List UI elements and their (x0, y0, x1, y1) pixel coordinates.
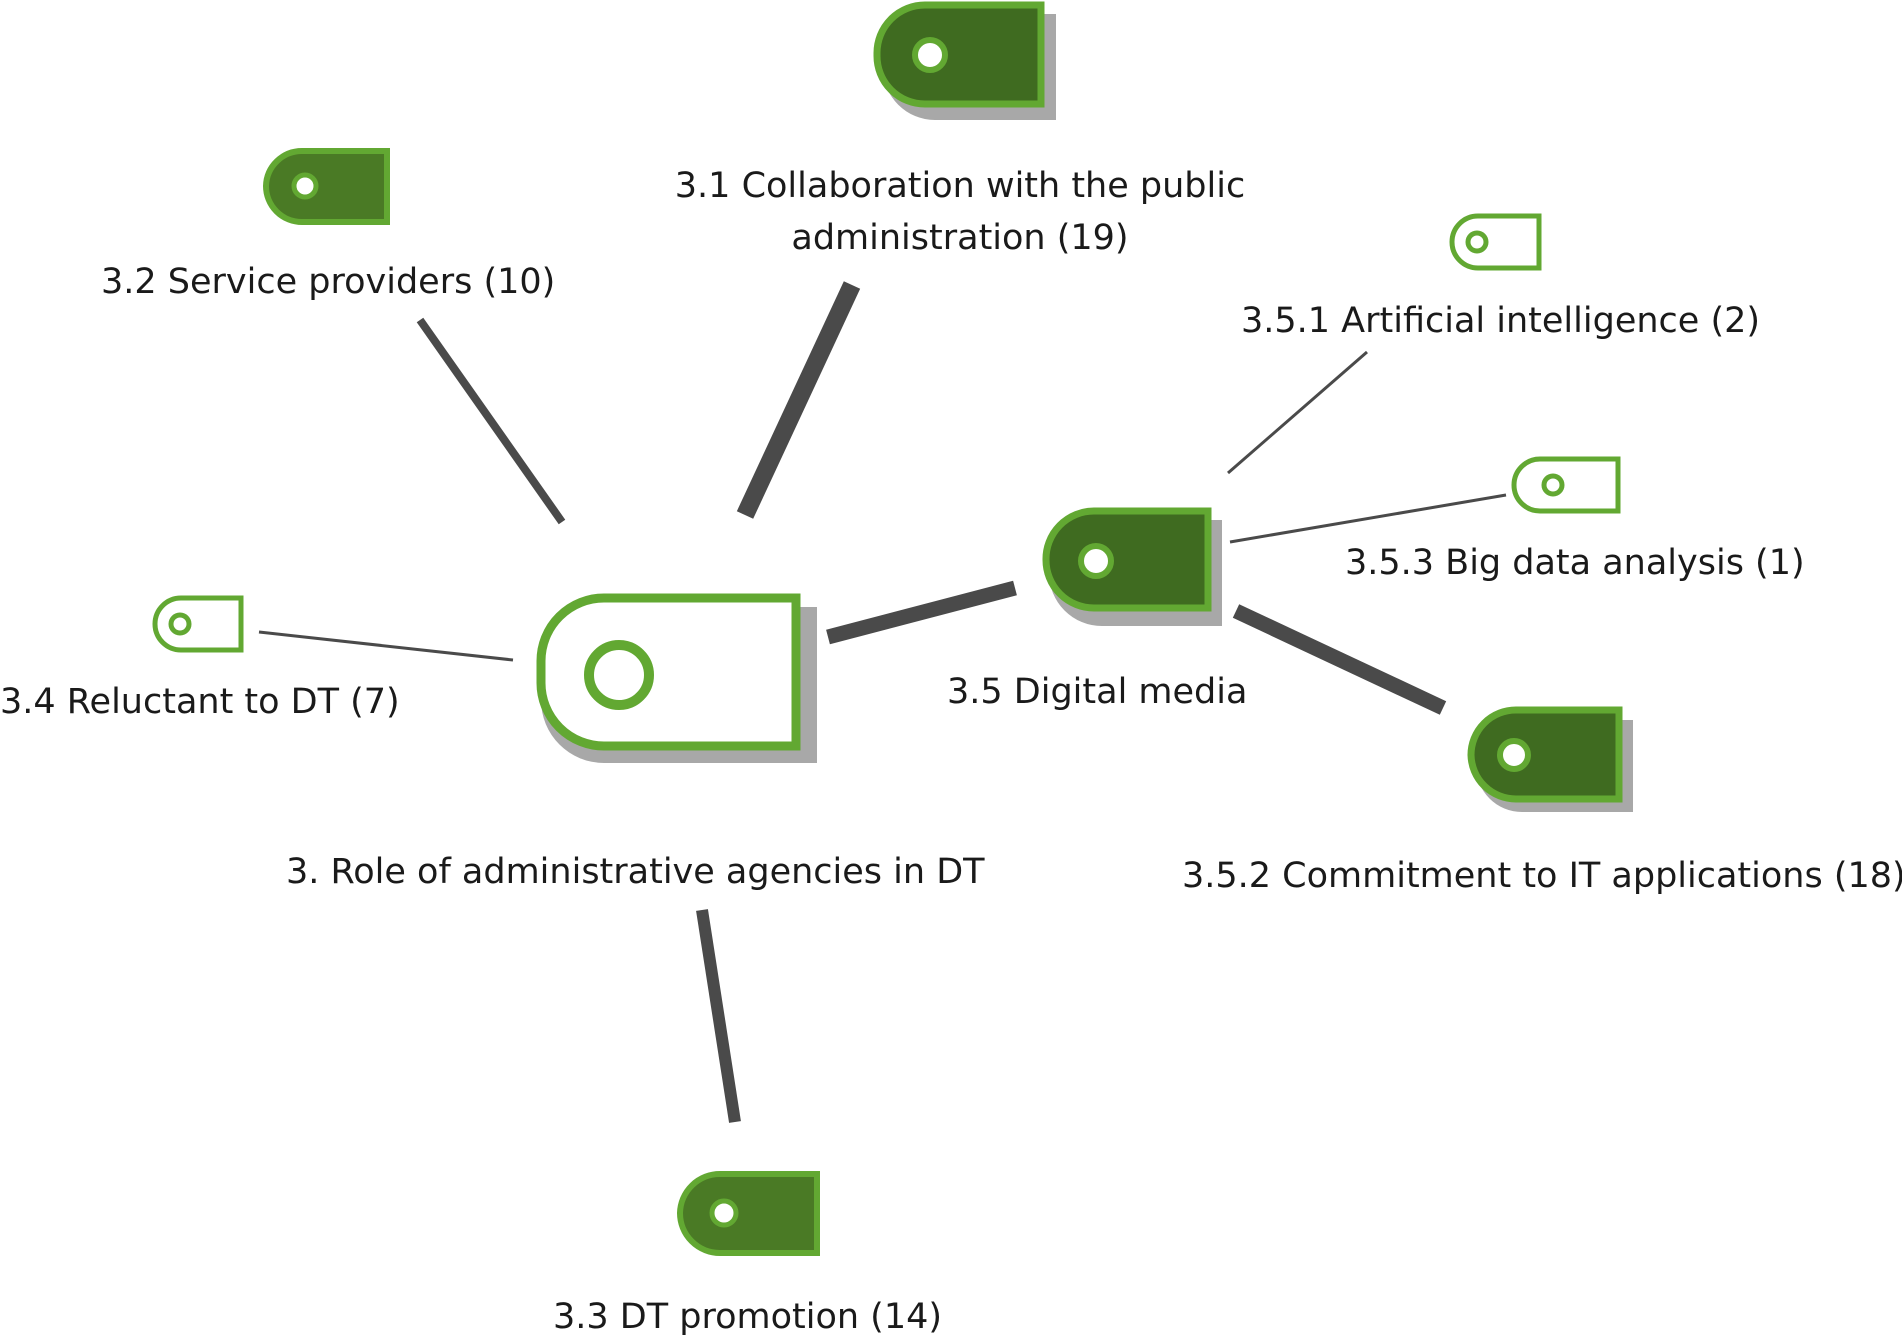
node-3-2-label: 3.2 Service providers (10) (101, 262, 556, 302)
node-3-5-3-icon (1511, 456, 1621, 514)
node-3-5-icon (1042, 507, 1222, 626)
node-3-5-2-icon (1467, 706, 1633, 812)
node-3-4-label: 3.4 Reluctant to DT (7) (0, 682, 400, 722)
node-3-5-2-label: 3.5.2 Commitment to IT applications (18) (1182, 856, 1902, 896)
node-3-1-label: 3.1 Collaboration with the public admini… (640, 160, 1280, 264)
node-3-5-3-label: 3.5.3 Big data analysis (1) (1345, 543, 1805, 583)
node-3-5-1-label: 3.5.1 Artificial intelligence (2) (1241, 301, 1761, 341)
node-3-5-1-icon (1449, 213, 1542, 271)
node-3-1-label-line1: 3.1 Collaboration with the public (674, 166, 1246, 206)
connector-root-3-5 (826, 580, 1017, 645)
node-3-2-icon (262, 148, 390, 225)
node-3-4-icon (152, 595, 244, 653)
connector-root-3-4 (258, 630, 514, 662)
connectors (258, 281, 1507, 1123)
connector-3-5-3-5-3 (1229, 493, 1507, 544)
node-3-3-icon (676, 1171, 820, 1256)
root-node-label: 3. Role of administrative agencies in DT (286, 852, 985, 892)
node-3-3-label: 3.3 DT promotion (14) (553, 1297, 943, 1337)
connector-3-5-3-5-1 (1227, 350, 1368, 475)
connector-3-5-3-5-2 (1232, 604, 1447, 715)
node-3-1-icon (873, 1, 1056, 120)
node-3-5-label: 3.5 Digital media (947, 672, 1248, 712)
connector-root-3-2 (416, 317, 566, 525)
connector-root-3-3 (696, 909, 741, 1123)
root-node-icon (536, 593, 817, 763)
node-3-1-label-line2: administration (19) (791, 218, 1129, 258)
connector-root-3-1 (736, 281, 861, 519)
